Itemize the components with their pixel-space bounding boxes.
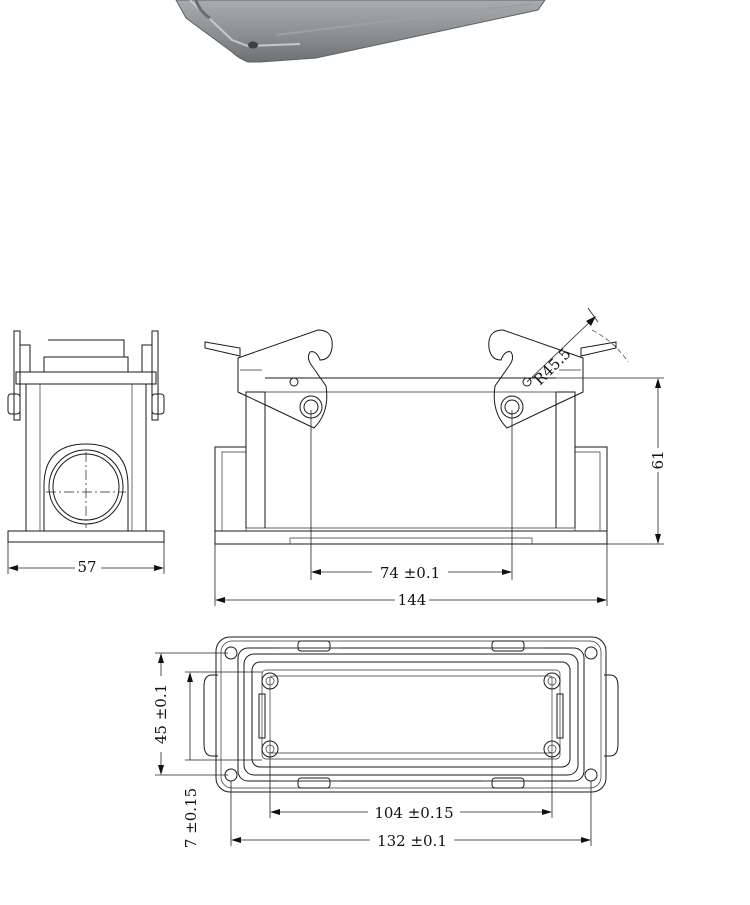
outer-length-label: 132 ±0.1 xyxy=(377,832,447,850)
side-width-label: 57 xyxy=(77,558,96,576)
length-label: 144 xyxy=(398,591,427,609)
radius-label: R45.5 xyxy=(530,344,574,388)
top-view: 45 ±0.1 7 ±0.15 104 ±0.15 132 ±0.1 xyxy=(152,636,619,850)
hole-spacing-label: 74 ±0.1 xyxy=(380,564,440,582)
top-width-label: 45 ±0.1 xyxy=(152,684,170,744)
offset-label: 7 ±0.15 xyxy=(182,788,200,848)
product-render xyxy=(175,0,546,63)
height-label: 61 xyxy=(649,450,667,469)
front-view: 74 ±0.1 144 61 R45.5 xyxy=(204,307,667,609)
mounting-hole-icon xyxy=(248,41,258,49)
inner-length-label: 104 ±0.15 xyxy=(374,804,453,822)
side-view: 57 xyxy=(7,330,165,576)
